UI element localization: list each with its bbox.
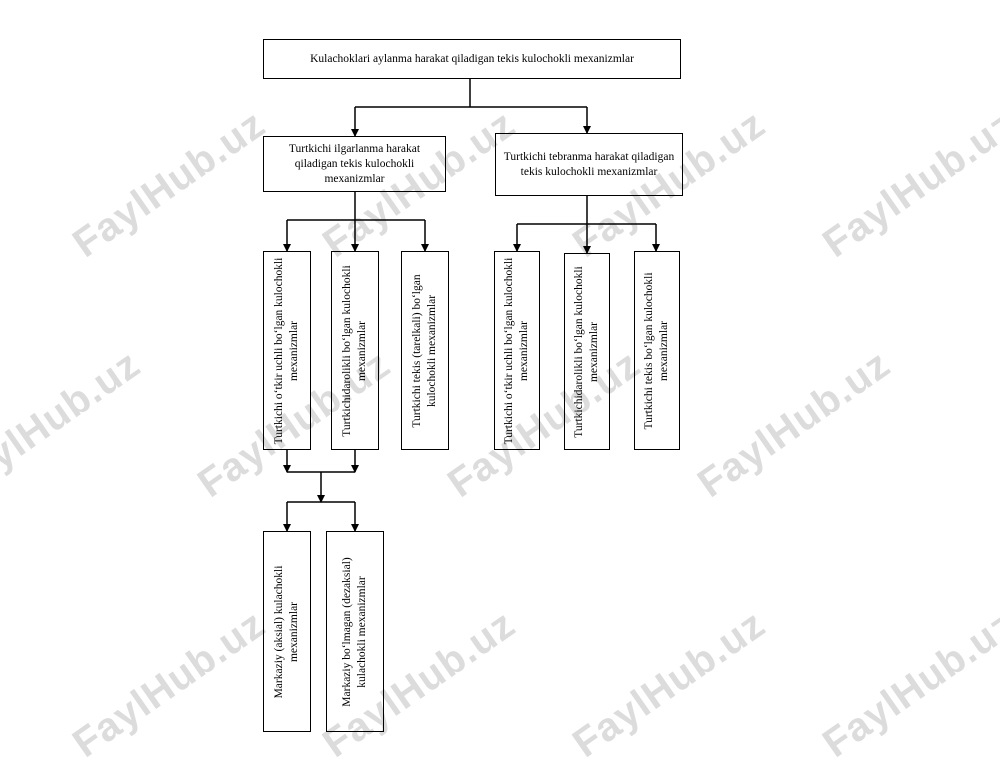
left-child-pointed-box: Turtkichi o‘tkir uchli bo‘lgan kulochokl… <box>263 251 311 450</box>
right-child-roller-label: Turtkichidarolikli bo‘lgan kulochokli me… <box>573 265 600 438</box>
central-axial-label: Markaziy (aksial) kulachokli mexanizmlar <box>273 565 300 698</box>
right-child-pointed-label: Turtkichi o‘tkir uchli bo‘lgan kulochokl… <box>503 257 530 444</box>
non-central-desaxial-label: Markaziy bo‘lmagan (dezaksial) kulachokl… <box>341 556 368 707</box>
branch-oscillating-box: Turtkichi tebranma harakat qiladigan tek… <box>495 133 683 196</box>
left-child-roller-label: Turtkichidarolikli bo‘lgan kulochokli me… <box>341 264 368 437</box>
right-child-roller-box: Turtkichidarolikli bo‘lgan kulochokli me… <box>564 253 610 450</box>
root-label: Kulachoklari aylanma harakat qiladigan t… <box>310 52 634 65</box>
connector-lines <box>283 79 660 532</box>
non-central-desaxial-box: Markaziy bo‘lmagan (dezaksial) kulachokl… <box>326 531 384 732</box>
branch-translational-label: Turtkichi ilgarlanma harakat qiladigan t… <box>288 142 421 185</box>
central-axial-box: Markaziy (aksial) kulachokli mexanizmlar <box>263 531 311 732</box>
branch-oscillating-label: Turtkichi tebranma harakat qiladigan tek… <box>503 150 675 178</box>
branch-translational-box: Turtkichi ilgarlanma harakat qiladigan t… <box>263 136 446 192</box>
root-box: Kulachoklari aylanma harakat qiladigan t… <box>263 39 681 79</box>
right-child-pointed-box: Turtkichi o‘tkir uchli bo‘lgan kulochokl… <box>494 251 540 450</box>
left-child-flat-label: Turtkichi tekis (tarelkali) bo‘lgan kulo… <box>411 273 438 428</box>
left-child-pointed-label: Turtkichi o‘tkir uchli bo‘lgan kulochokl… <box>273 257 300 444</box>
right-child-flat-label: Turtkichi tekis bo‘lgan kulochokli mexan… <box>643 271 670 430</box>
left-child-flat-box: Turtkichi tekis (tarelkali) bo‘lgan kulo… <box>401 251 449 450</box>
left-child-roller-box: Turtkichidarolikli bo‘lgan kulochokli me… <box>331 251 379 450</box>
right-child-flat-box: Turtkichi tekis bo‘lgan kulochokli mexan… <box>634 251 680 450</box>
